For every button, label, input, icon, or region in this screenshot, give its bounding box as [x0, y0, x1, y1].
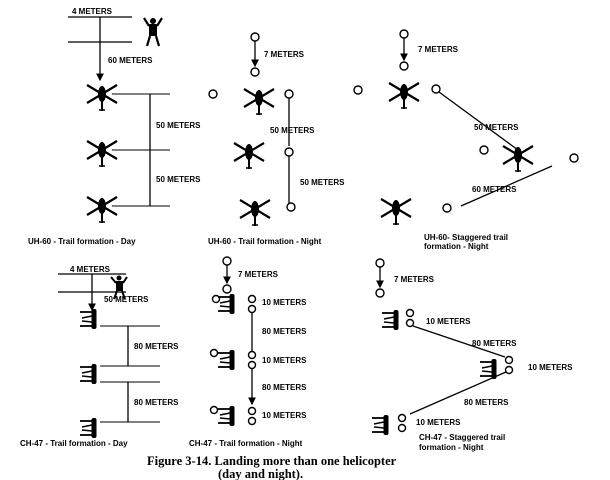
- light-marker: [284, 89, 294, 99]
- ch47-night-dist-10b: 10 METERS: [262, 356, 307, 365]
- uh60-stag-dist-1: 50 METERS: [474, 123, 519, 132]
- uh60-staggered-panel: 7 METERS 50 METERS 60 METERS UH-60- Stag…: [353, 29, 579, 251]
- ch47-stag-caption-2: formation - Night: [419, 443, 484, 452]
- ch47-day-panel: 4 METERS 50 METERS 80 METERS 80 METERS C…: [20, 265, 179, 448]
- uh60-helicopter-icon: [232, 141, 266, 171]
- uh60-helicopter-icon: [85, 195, 119, 225]
- light-marker: [405, 318, 415, 328]
- svg-text:50 METERS: 50 METERS: [300, 178, 345, 187]
- ch47-helicopter-icon: [217, 349, 236, 371]
- uh60-day-dist-2: 50 METERS: [156, 175, 201, 184]
- ch47-night-dist-top: 7 METERS: [238, 270, 279, 279]
- light-marker: [211, 294, 221, 304]
- ch47-helicopter-icon: [217, 293, 236, 315]
- light-marker: [399, 61, 409, 71]
- ch47-night-panel: 7 METERS 10 METERS 80 METERS 10 METERS 8…: [189, 256, 307, 448]
- light-marker: [397, 413, 407, 423]
- light-marker: [208, 89, 218, 99]
- uh60-stag-caption-1: UH-60- Staggered trail: [424, 233, 508, 242]
- light-marker: [222, 284, 232, 294]
- light-marker: [222, 256, 232, 266]
- light-marker: [504, 365, 514, 375]
- uh60-helicopter-icon: [242, 87, 276, 117]
- light-marker: [375, 288, 385, 298]
- uh60-helicopter-icon: [501, 144, 535, 174]
- ch47-night-dist-80a: 80 METERS: [262, 327, 307, 336]
- light-marker: [247, 406, 257, 416]
- ch47-helicopter-icon: [371, 414, 390, 436]
- light-marker: [247, 416, 257, 426]
- light-marker: [569, 153, 579, 163]
- light-marker: [247, 360, 257, 370]
- uh60-day-caption: UH-60 - Trail formation - Day: [28, 237, 136, 246]
- light-marker: [209, 348, 219, 358]
- light-marker: [479, 145, 489, 155]
- ch47-night-caption: CH-47 - Trail formation - Night: [189, 439, 303, 448]
- light-marker: [286, 202, 296, 212]
- light-marker: [442, 203, 452, 213]
- ground-guide-icon: [110, 275, 128, 300]
- uh60-helicopter-icon: [387, 81, 421, 111]
- figure-caption-line1: Figure 3-14. Landing more than one helic…: [147, 454, 397, 468]
- uh60-stag-caption-2: formation - Night: [424, 242, 489, 251]
- light-marker: [284, 147, 294, 157]
- uh60-night-dist-1: 50 METERS: [270, 126, 315, 135]
- light-marker: [405, 308, 415, 318]
- ch47-helicopter-icon: [381, 309, 400, 331]
- uh60-day-dist-top: 4 METERS: [72, 7, 113, 16]
- light-marker: [431, 84, 441, 94]
- light-marker: [375, 258, 385, 268]
- ch47-day-dist-2: 80 METERS: [134, 398, 179, 407]
- light-marker: [353, 85, 363, 95]
- ch47-stag-dist-80a: 80 METERS: [472, 339, 517, 348]
- ch47-night-dist-10a: 10 METERS: [262, 298, 307, 307]
- ch47-stag-caption-1: CH-47 - Staggered trail: [419, 433, 505, 442]
- ch47-helicopter-icon: [79, 363, 98, 385]
- light-marker: [247, 294, 257, 304]
- ch47-stag-dist-top: 7 METERS: [394, 275, 435, 284]
- ch47-day-dist-1: 80 METERS: [134, 342, 179, 351]
- uh60-day-panel: 4 METERS 60 METERS 50 METERS 50 METERS U…: [28, 7, 201, 246]
- ch47-stag-dist-80b: 80 METERS: [464, 398, 509, 407]
- light-marker: [247, 350, 257, 360]
- ch47-stag-dist-10b: 10 METERS: [528, 363, 573, 372]
- ch47-day-dist-guide: 50 METERS: [104, 295, 149, 304]
- uh60-day-dist-guide: 60 METERS: [108, 56, 153, 65]
- light-marker: [397, 423, 407, 433]
- light-marker: [209, 405, 219, 415]
- uh60-helicopter-icon: [379, 197, 413, 227]
- uh60-day-dist-1: 50 METERS: [156, 121, 201, 130]
- uh60-stag-dist-top: 7 METERS: [418, 45, 459, 54]
- uh60-night-panel: 7 METERS 50 METERS 50 METERS UH-60 - Tra…: [208, 32, 345, 246]
- ch47-helicopter-icon: [217, 405, 236, 427]
- figure-caption-line2: (day and night).: [218, 467, 303, 480]
- uh60-helicopter-icon: [238, 198, 272, 228]
- ch47-stag-dist-10a: 10 METERS: [426, 317, 471, 326]
- uh60-helicopter-icon: [85, 83, 119, 113]
- ch47-helicopter-icon: [479, 358, 498, 380]
- uh60-night-dist-top: 7 METERS: [264, 50, 305, 59]
- ch47-helicopter-icon: [79, 308, 98, 330]
- light-marker: [399, 29, 409, 39]
- light-marker: [247, 304, 257, 314]
- light-marker: [250, 32, 260, 42]
- ch47-staggered-panel: 7 METERS 10 METERS 80 METERS 10 METERS 8…: [371, 258, 573, 452]
- ch47-stag-dist-10c: 10 METERS: [416, 418, 461, 427]
- uh60-helicopter-icon: [85, 139, 119, 169]
- uh60-stag-dist-2: 60 METERS: [472, 185, 517, 194]
- ch47-day-caption: CH-47 - Trail formation - Day: [20, 439, 128, 448]
- ch47-helicopter-icon: [79, 417, 98, 439]
- light-marker: [250, 67, 260, 77]
- ch47-night-dist-10c: 10 METERS: [262, 411, 307, 420]
- ch47-day-dist-top: 4 METERS: [70, 265, 111, 274]
- light-marker: [504, 355, 514, 365]
- ground-guide-icon: [143, 17, 163, 47]
- uh60-night-caption: UH-60 - Trail formation - Night: [208, 237, 322, 246]
- ch47-night-dist-80b: 80 METERS: [262, 383, 307, 392]
